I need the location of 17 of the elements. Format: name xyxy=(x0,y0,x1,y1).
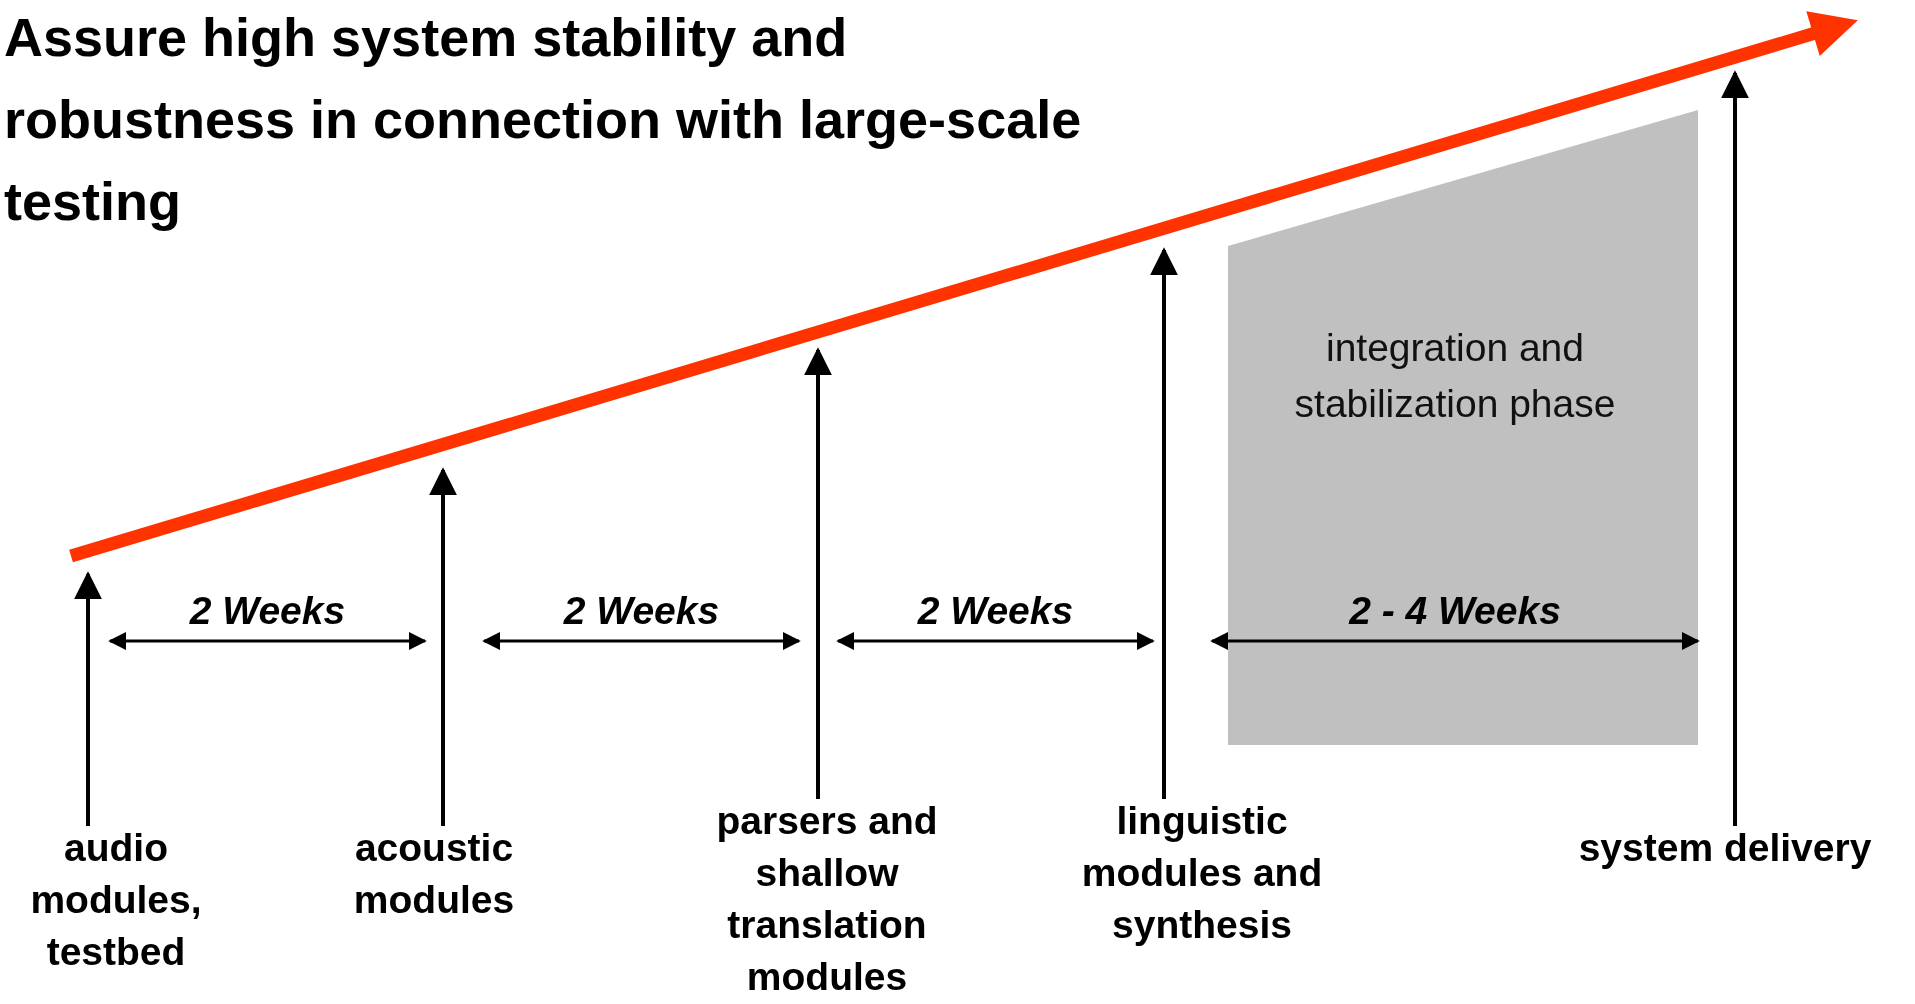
duration-label: 2 - 4 Weeks xyxy=(1347,588,1562,634)
phase-band xyxy=(1228,110,1698,745)
milestone-label: audio modules, testbed xyxy=(6,822,226,978)
milestone-label: linguistic modules and synthesis xyxy=(1052,795,1352,951)
milestone-label: system delivery xyxy=(1545,822,1905,874)
arrow xyxy=(429,467,457,826)
arrow xyxy=(1721,70,1749,826)
duration-label: 2 Weeks xyxy=(188,588,347,634)
arrow xyxy=(1150,247,1178,799)
phase-label: integration and stabilization phase xyxy=(1293,325,1617,427)
milestone-label: acoustic modules xyxy=(324,822,544,926)
arrow xyxy=(74,571,102,826)
duration-label: 2 Weeks xyxy=(916,588,1075,634)
duration-label: 2 Weeks xyxy=(562,588,721,634)
title: Assure high system stability and robustness in connection with large-scale testing xyxy=(4,6,1083,233)
milestone-label: parsers and shallow translation modules xyxy=(687,795,967,1003)
arrow xyxy=(804,347,832,799)
